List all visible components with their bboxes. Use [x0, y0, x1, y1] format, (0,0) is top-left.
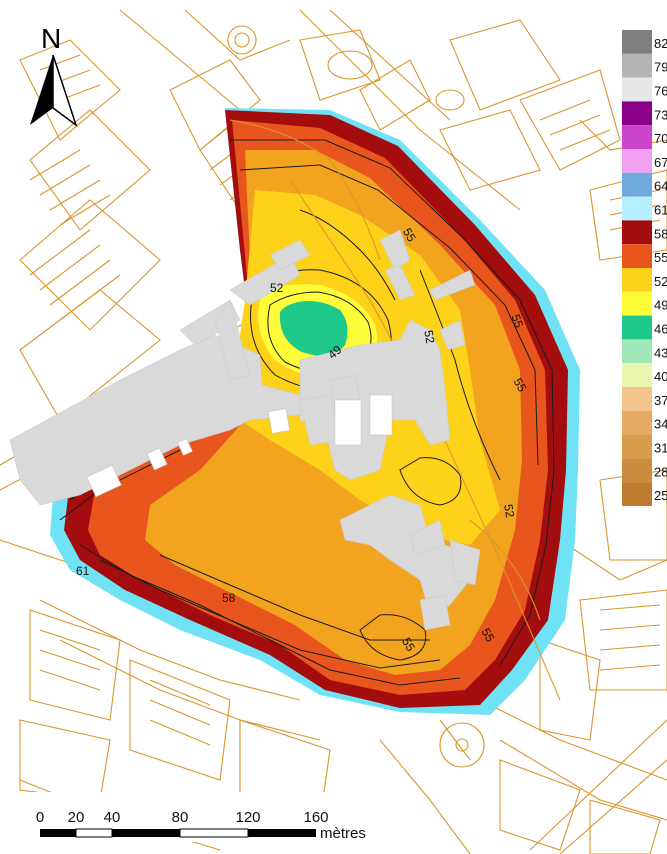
contour-label: 55 [399, 635, 418, 654]
legend-label-79: 79 [654, 60, 667, 75]
legend-swatch-73 [622, 101, 652, 126]
legend-swatch-49 [622, 291, 652, 316]
scale-unit: mètres [320, 825, 366, 842]
contour-label: 58 [222, 591, 236, 605]
legend-label-76: 76 [654, 83, 667, 98]
legend-swatch-82 [622, 30, 652, 54]
contour-label: 55 [479, 626, 498, 645]
legend-label-25: 25 [654, 488, 667, 503]
north-arrow-left-icon [30, 55, 53, 125]
north-label: N [41, 23, 61, 54]
legend-label-70: 70 [654, 131, 667, 146]
legend-label-61: 61 [654, 202, 667, 217]
legend-swatch-64 [622, 172, 652, 197]
building-courtyards [86, 394, 393, 498]
legend-swatch-34 [622, 410, 652, 435]
scale-bar: 0 20 40 80 120 160 mètres [12, 792, 384, 842]
legend-label-55: 55 [654, 250, 667, 265]
legend-label-82: 82 [654, 36, 667, 51]
legend-swatch-61 [622, 196, 652, 221]
scale-tick-160: 160 [303, 809, 328, 826]
scale-ticks: 0 20 40 80 120 160 [36, 809, 329, 826]
legend-label-43: 43 [654, 345, 667, 360]
legend-label-58: 58 [654, 226, 667, 241]
legend-label-40: 40 [654, 369, 667, 384]
contour-label: 52 [421, 329, 437, 345]
legend-swatch-79 [622, 53, 652, 78]
legend-swatch-52 [622, 268, 652, 292]
legend-swatch-25 [622, 482, 652, 506]
legend-label-37: 37 [654, 393, 667, 408]
legend-swatch-28 [622, 458, 652, 483]
legend-label-64: 64 [654, 179, 667, 194]
legend-label-46: 46 [654, 321, 667, 336]
legend-label-52: 52 [654, 274, 667, 289]
legend-label-49: 49 [654, 298, 667, 313]
legend-swatch-46 [622, 315, 652, 340]
scale-tick-20: 20 [68, 809, 85, 826]
contour-label: 55 [400, 226, 419, 245]
contour-lines [59, 139, 555, 686]
legend-swatch-43 [622, 339, 652, 364]
legend-swatch-31 [622, 434, 652, 459]
contour-label: 55 [511, 376, 530, 395]
legend: 82 79 76 73 70 67 64 61 58 55 52 49 46 43 40 37 34 31 28 25 [622, 30, 667, 506]
legend-label-31: 31 [654, 440, 667, 455]
legend-swatch-55 [622, 244, 652, 268]
legend-swatch-70 [622, 125, 652, 149]
legend-swatch-37 [622, 387, 652, 411]
north-arrow-right-icon [52, 54, 78, 128]
scale-tick-120: 120 [235, 809, 260, 826]
scale-tick-40: 40 [104, 809, 121, 826]
buildings [9, 229, 481, 631]
zone-46 [279, 301, 348, 356]
contour-label: 55 [508, 312, 526, 330]
contour-label: 61 [76, 564, 90, 578]
contour-label: 52 [501, 503, 517, 519]
legend-label-28: 28 [654, 464, 667, 479]
scale-tick-0: 0 [36, 809, 44, 826]
contour-label: 52 [270, 281, 284, 295]
legend-swatch-67 [622, 149, 652, 173]
legend-label-73: 73 [654, 107, 667, 122]
contour-labels: 55 52 52 49 55 52 55 58 61 55 55 [76, 226, 530, 654]
legend-label-67: 67 [654, 155, 667, 170]
legend-swatch-76 [622, 77, 652, 102]
legend-swatch-58 [622, 220, 652, 245]
scale-tick-80: 80 [172, 809, 189, 826]
north-arrow: N [30, 23, 78, 128]
legend-label-34: 34 [654, 417, 667, 432]
legend-swatch-40 [622, 363, 652, 387]
